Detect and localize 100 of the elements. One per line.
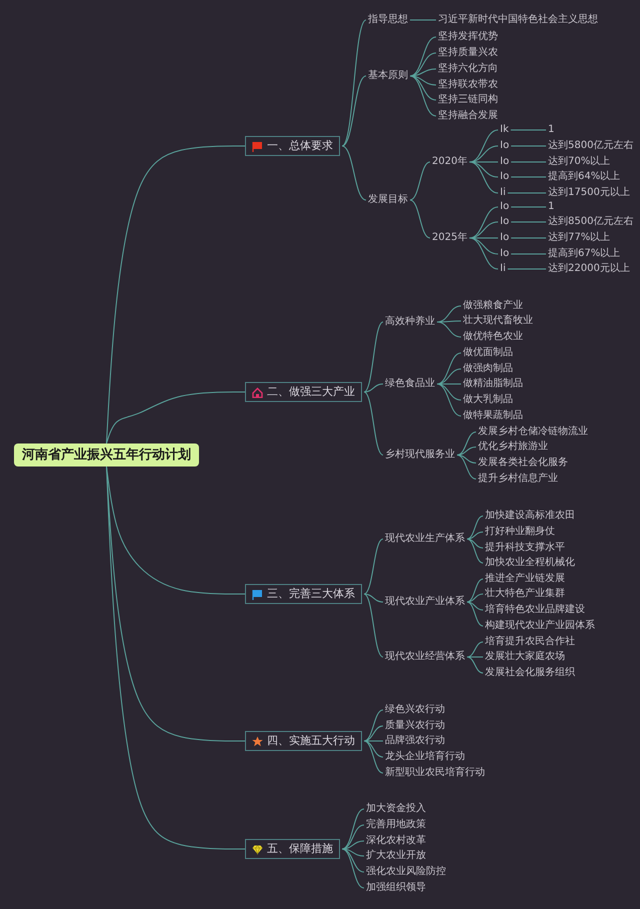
- connector-line: [507, 268, 546, 270]
- leaf-label: 做强肉制品: [463, 363, 513, 375]
- leaf-label: 加大资金投入: [366, 803, 426, 815]
- leaf-label: 提高到64%以上: [548, 171, 620, 183]
- branch-label: Io: [500, 140, 510, 152]
- connector-line: [106, 466, 246, 594]
- branch-label: 现代农业生产体系: [385, 533, 465, 545]
- leaf-label: 坚持融合发展: [438, 110, 498, 122]
- topic-box: [245, 136, 340, 156]
- connector-line: [410, 200, 430, 238]
- branch-label: Io: [500, 201, 510, 213]
- topic-label: 三、完善三大体系: [267, 587, 355, 601]
- leaf-label: 发展各类社会化服务: [478, 457, 568, 469]
- branch-label: Io: [500, 232, 510, 244]
- connector-line: [364, 384, 384, 392]
- connector-line: [456, 454, 476, 464]
- connector-line: [510, 206, 546, 208]
- leaf-label: 培育提升农民合作社: [485, 636, 575, 648]
- leaf-label: 达到8500亿元左右: [548, 216, 634, 228]
- topic-box: [245, 731, 362, 751]
- connector-line: [466, 642, 484, 658]
- connector-line: [436, 384, 462, 416]
- leaf-label: 强化农业风险防控: [366, 866, 446, 878]
- connector-line: [456, 446, 476, 456]
- connector-line: [364, 740, 384, 758]
- leaf-label: 完善用地政策: [366, 819, 426, 831]
- leaf-label: 坚持发挥优势: [438, 31, 498, 43]
- branch-label: 高效种养业: [385, 316, 435, 328]
- connector-line: [364, 594, 384, 602]
- leaf-label: 加快农业全程机械化: [485, 557, 575, 569]
- leaf-label: 习近平新时代中国特色社会主义思想: [438, 14, 598, 26]
- leaf-label: 壮大特色产业集群: [485, 588, 565, 600]
- connector-line: [364, 740, 384, 742]
- leaf-label: 坚持质量兴农: [438, 47, 498, 59]
- leaf-label: 龙头企业培育行动: [385, 751, 465, 763]
- branch-label: Ik: [500, 124, 509, 136]
- connector-line: [436, 320, 462, 322]
- connector-line: [466, 602, 484, 610]
- leaf-label: 做强粮食产业: [463, 300, 523, 312]
- leaf-label: 扩大农业开放: [366, 850, 426, 862]
- connector-line: [410, 36, 436, 76]
- connector-line: [410, 76, 436, 100]
- leaf-label: 做精油脂制品: [463, 378, 523, 390]
- connector-line: [364, 726, 384, 742]
- connector-line: [468, 206, 498, 238]
- connector-line: [468, 130, 498, 162]
- connector-line: [342, 146, 366, 200]
- connector-line: [466, 538, 484, 564]
- connector-line: [342, 848, 364, 856]
- connector-line: [342, 20, 366, 146]
- leaf-label: 推进全产业链发展: [485, 573, 565, 585]
- connector-line: [410, 76, 436, 116]
- leaf-label: 1: [548, 201, 554, 213]
- topic-label: 一、总体要求: [267, 139, 333, 153]
- branch-label: 现代农业产业体系: [385, 596, 465, 608]
- branch-label: Io: [500, 156, 510, 168]
- branch-label: 基本原则: [368, 70, 408, 82]
- connector-line: [510, 176, 546, 178]
- branch-label: 绿色食品业: [385, 378, 435, 390]
- leaf-label: 构建现代农业产业园体系: [485, 620, 595, 632]
- connector-line: [468, 238, 498, 254]
- leaf-label: 优化乡村旅游业: [478, 441, 548, 453]
- leaf-label: 发展社会化服务组织: [485, 667, 575, 679]
- leaf-label: 坚持三链同构: [438, 94, 498, 106]
- branch-label: 指导思想: [368, 14, 408, 26]
- connector-line: [106, 392, 246, 444]
- leaf-label: 做大乳制品: [463, 394, 513, 406]
- connector-line: [364, 538, 384, 594]
- leaf-label: 发展乡村仓储冷链物流业: [478, 426, 588, 438]
- topic-label: 二、做强三大产业: [267, 385, 355, 399]
- leaf-label: 加快建设高标准农田: [485, 510, 575, 522]
- leaf-label: 培育特色农业品牌建设: [485, 604, 585, 616]
- topic-box: [245, 584, 362, 604]
- leaf-label: 提升乡村信息产业: [478, 473, 558, 485]
- leaf-label: 壮大现代畜牧业: [463, 315, 533, 327]
- leaf-label: 新型职业农民培育行动: [385, 767, 485, 779]
- connector-line: [106, 466, 246, 850]
- connector-line: [466, 602, 484, 626]
- connector-line: [342, 848, 364, 888]
- leaf-label: 发展壮大家庭农场: [485, 651, 565, 663]
- leaf-label: 打好种业翻身仗: [485, 526, 555, 538]
- connector-line: [468, 162, 498, 178]
- connector-line: [364, 392, 384, 456]
- leaf-label: 做优面制品: [463, 347, 513, 359]
- leaf-label: 达到22000元以上: [548, 263, 630, 275]
- leaf-label: 坚持六化方向: [438, 63, 498, 75]
- connector-line: [466, 516, 484, 540]
- leaf-label: 1: [548, 124, 554, 136]
- branch-label: 2025年: [432, 232, 468, 244]
- connector-line: [456, 432, 476, 456]
- leaf-label: 加强组织领导: [366, 882, 426, 894]
- leaf-label: 质量兴农行动: [385, 720, 445, 732]
- branch-label: Io: [500, 248, 510, 260]
- connector-line: [410, 76, 436, 86]
- topic-label: 五、保障措施: [267, 842, 333, 856]
- connector-line: [364, 594, 384, 658]
- leaf-label: 深化农村改革: [366, 835, 426, 847]
- leaf-label: 品牌强农行动: [385, 735, 445, 747]
- connector-line: [436, 352, 462, 384]
- branch-label: Io: [500, 216, 510, 228]
